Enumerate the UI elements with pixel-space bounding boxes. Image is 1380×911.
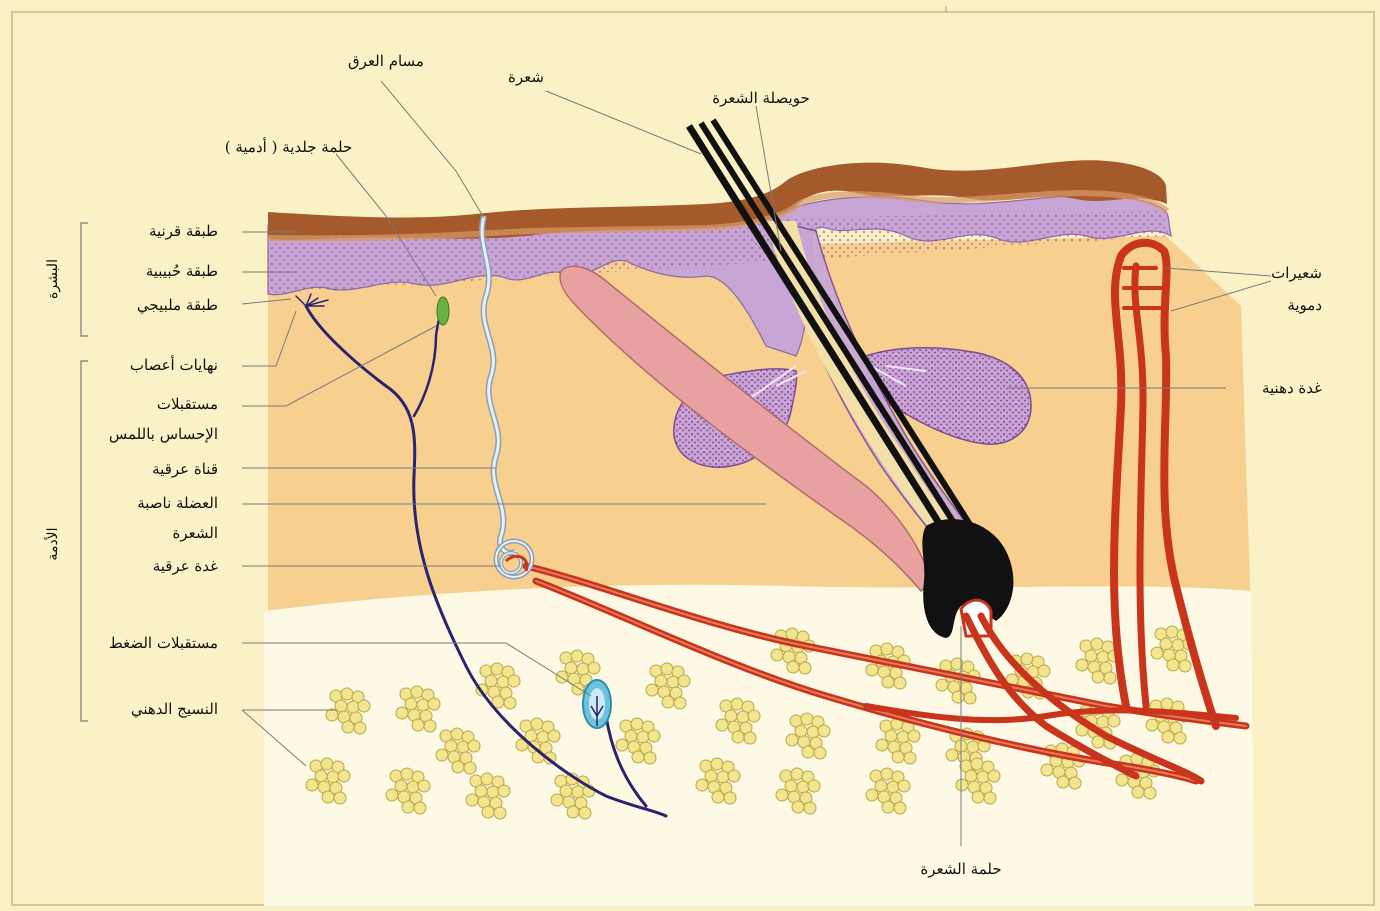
label-sweat-gland: غدة عرقية (153, 557, 218, 575)
label-nerve-endings: نهايات أعصاب (130, 356, 218, 374)
diagram-frame: طبقة قرنية طبقة حُبيبية طبقة ملبيجي نهاي… (6, 6, 1368, 899)
label-arrector-pili-line2: الشعرة (173, 524, 219, 542)
label-hair-follicle: حويصلة الشعرة (696, 89, 826, 107)
label-sweat-duct: قناة عرقية (152, 460, 218, 478)
label-stratum-corneum: طبقة قرنية (149, 222, 218, 240)
label-capillaries-line2: دموية (1287, 296, 1322, 314)
label-dermal-papilla: حلمة جلدية ( أدمية ) (206, 138, 371, 156)
label-touch-receptors-line2: الإحساس باللمس (109, 425, 218, 443)
label-stratum-granulosum: طبقة حُبيبية (146, 262, 218, 280)
label-hair-papilla: حلمة الشعرة (891, 860, 1031, 878)
label-arrector-pili-line1: العضلة ناصبة (137, 494, 218, 512)
touch-receptor (437, 297, 449, 325)
label-epidermis: البشرة (45, 254, 61, 304)
label-pressure-receptors: مستقبلات الضغط (109, 634, 218, 652)
pressure-receptor (583, 680, 611, 728)
label-adipose-tissue: النسيج الدهني (131, 700, 218, 718)
label-sweat-pore: مسام العرق (341, 52, 431, 70)
label-touch-receptors-line1: مستقبلات (157, 395, 218, 413)
label-stratum-basale: طبقة ملبيجي (137, 296, 218, 314)
label-capillaries-line1: شعيرات (1271, 264, 1322, 282)
label-sebaceous-gland: غدة دهنية (1262, 379, 1322, 397)
label-dermis: الأدمة (45, 519, 61, 569)
label-hair: شعرة (496, 68, 556, 86)
